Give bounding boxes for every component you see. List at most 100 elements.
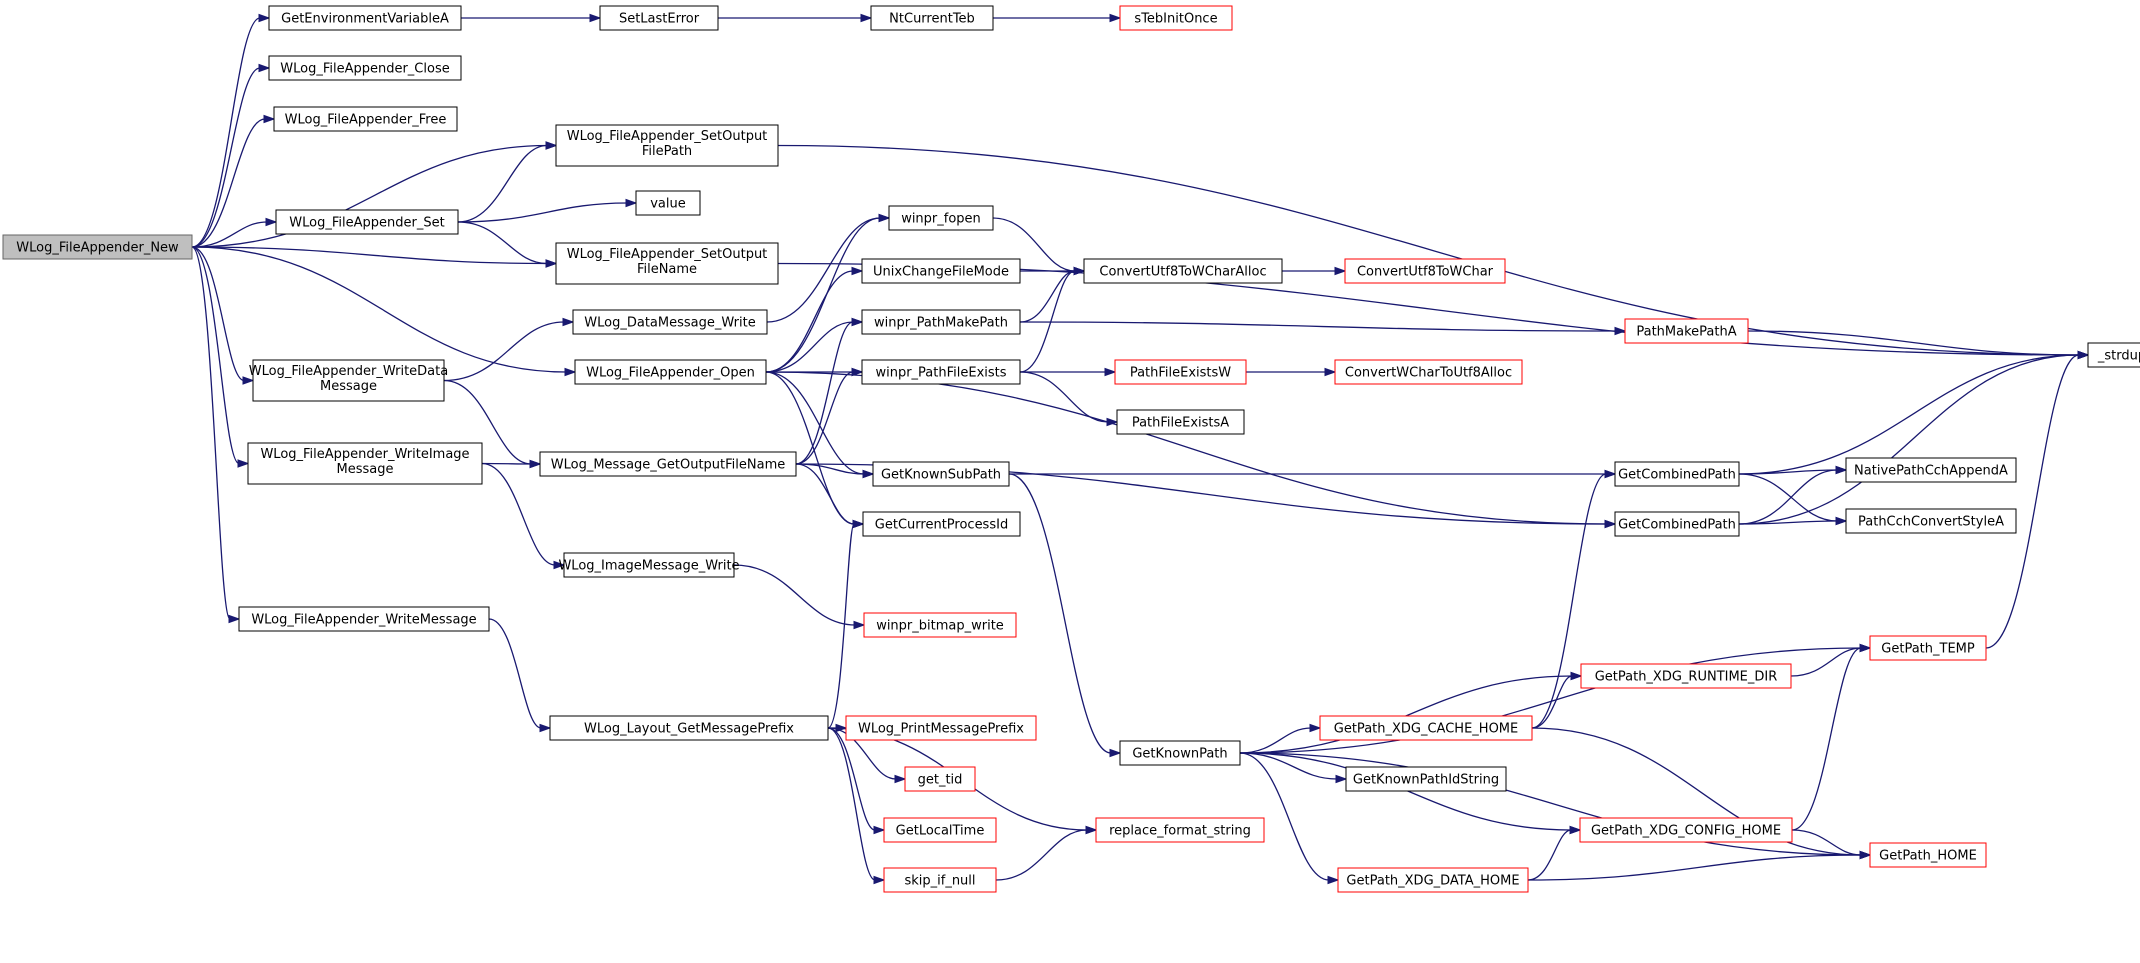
function-node[interactable]: PathMakePathA	[1624, 318, 1749, 344]
node-label: GetKnownPath	[1132, 747, 1227, 762]
edge-line	[1527, 829, 1572, 881]
arrowhead-icon	[1334, 266, 1347, 276]
arrowhead-icon	[265, 217, 278, 227]
call-edge	[191, 246, 241, 624]
function-node[interactable]: SetLastError	[599, 5, 719, 31]
arrowhead-icon	[852, 519, 865, 529]
arrowhead-icon	[853, 620, 866, 630]
call-edge	[1791, 643, 1872, 831]
edge-line	[1019, 270, 1076, 373]
node-label: _strdup	[2097, 349, 2140, 364]
call-edge	[718, 13, 873, 23]
arrowhead-icon	[242, 376, 255, 385]
node-label: GetLocalTime	[896, 824, 985, 839]
function-node[interactable]: ConvertUtf8ToWCharAlloc	[1083, 258, 1283, 284]
function-node[interactable]: GetKnownPath	[1119, 740, 1241, 766]
node-label: WLog_FileAppender_WriteImage	[260, 447, 469, 462]
node-label: GetKnownSubPath	[881, 468, 1001, 483]
function-node[interactable]: GetPath_HOME	[1869, 842, 1987, 868]
node-label: get_tid	[918, 773, 963, 788]
function-node[interactable]: value	[635, 190, 701, 216]
function-node[interactable]: NtCurrentTeb	[870, 5, 994, 31]
node-box	[1095, 817, 1265, 843]
function-node[interactable]: get_tid	[904, 766, 976, 792]
function-node[interactable]: winpr_PathFileExists	[861, 359, 1021, 385]
function-node[interactable]: PathFileExistsW	[1114, 359, 1247, 385]
function-node[interactable]: GetKnownSubPath	[872, 461, 1010, 487]
function-node[interactable]: ConvertWCharToUtf8Alloc	[1334, 359, 1523, 385]
function-node[interactable]: UnixChangeFileMode	[861, 258, 1021, 284]
function-node[interactable]: _strdup	[2087, 342, 2140, 368]
function-node[interactable]: winpr_bitmap_write	[863, 612, 1017, 638]
call-edge	[795, 463, 875, 479]
function-node[interactable]: winpr_fopen	[888, 205, 994, 231]
function-node[interactable]: PathFileExistsA	[1116, 409, 1245, 435]
function-node[interactable]: GetCombinedPath	[1614, 461, 1740, 487]
edge-line	[191, 17, 261, 248]
node-label: winpr_fopen	[901, 212, 981, 227]
function-node[interactable]: GetEnvironmentVariableA	[268, 5, 462, 31]
function-node[interactable]: WLog_FileAppender_New	[2, 234, 193, 260]
edge-line	[1008, 473, 1112, 754]
call-edge	[1019, 321, 1627, 336]
function-node[interactable]: WLog_ImageMessage_Write	[558, 552, 740, 578]
edge-line	[795, 321, 854, 465]
node-box	[1869, 635, 1987, 661]
edge-line	[191, 246, 231, 620]
function-node[interactable]: WLog_FileAppender_Free	[273, 106, 458, 132]
function-node[interactable]: WLog_FileAppender_Close	[268, 55, 462, 81]
call-edge	[766, 213, 891, 323]
function-node[interactable]: GetPath_TEMP	[1869, 635, 1987, 661]
function-node[interactable]: WLog_Layout_GetMessagePrefix	[549, 715, 829, 741]
call-edge	[191, 13, 271, 248]
function-node[interactable]: GetPath_XDG_CONFIG_HOME	[1579, 817, 1793, 843]
function-node[interactable]: ConvertUtf8ToWChar	[1344, 258, 1506, 284]
node-box	[1614, 511, 1740, 537]
function-node[interactable]: WLog_FileAppender_Open	[574, 359, 767, 385]
arrowhead-icon	[553, 560, 566, 570]
function-node[interactable]: WLog_FileAppender_Set	[275, 209, 459, 235]
edge-line	[1747, 330, 2080, 356]
node-label: ConvertUtf8ToWCharAlloc	[1099, 265, 1266, 280]
function-node[interactable]: GetPath_XDG_DATA_HOME	[1337, 867, 1529, 893]
node-label: GetEnvironmentVariableA	[281, 12, 449, 27]
edge-line	[1531, 473, 1607, 729]
edge-line	[1985, 354, 2080, 649]
call-edge	[765, 371, 1617, 529]
node-box	[1845, 508, 2017, 534]
function-node[interactable]: WLog_Message_GetOutputFileName	[539, 451, 797, 477]
call-edges	[191, 13, 2090, 885]
node-box	[861, 359, 1021, 385]
function-node[interactable]: NativePathCchAppendA	[1845, 457, 2017, 483]
edge-line	[1738, 473, 1838, 522]
function-node[interactable]: WLog_DataMessage_Write	[572, 309, 768, 335]
edge-line	[191, 67, 261, 248]
function-node[interactable]: GetPath_XDG_RUNTIME_DIR	[1580, 663, 1792, 689]
function-node[interactable]: GetCurrentProcessId	[862, 511, 1021, 537]
function-node[interactable]: GetPath_XDG_CACHE_HOME	[1319, 715, 1533, 741]
function-node[interactable]: GetCombinedPath	[1614, 511, 1740, 537]
function-node[interactable]: WLog_FileAppender_WriteMessage	[238, 606, 490, 632]
edge-line	[1531, 675, 1573, 729]
call-edge	[1239, 752, 1340, 885]
arrowhead-icon	[564, 367, 577, 377]
function-node[interactable]: sTebInitOnce	[1119, 5, 1233, 31]
function-node[interactable]: GetKnownPathIdString	[1345, 766, 1507, 792]
function-node[interactable]: GetLocalTime	[883, 817, 997, 843]
function-node[interactable]: skip_if_null	[883, 867, 997, 893]
call-edge	[191, 217, 278, 248]
function-node[interactable]: replace_format_string	[1095, 817, 1265, 843]
node-label: replace_format_string	[1109, 824, 1251, 839]
function-node[interactable]: PathCchConvertStyleA	[1845, 508, 2017, 534]
function-node[interactable]: winpr_PathMakePath	[861, 309, 1021, 335]
edge-line	[1527, 854, 1862, 881]
node-box	[268, 5, 462, 31]
node-label: WLog_FileAppender_New	[16, 241, 179, 256]
node-box	[872, 461, 1010, 487]
function-node[interactable]: WLog_PrintMessagePrefix	[845, 715, 1037, 741]
node-label: NtCurrentTeb	[889, 12, 975, 27]
